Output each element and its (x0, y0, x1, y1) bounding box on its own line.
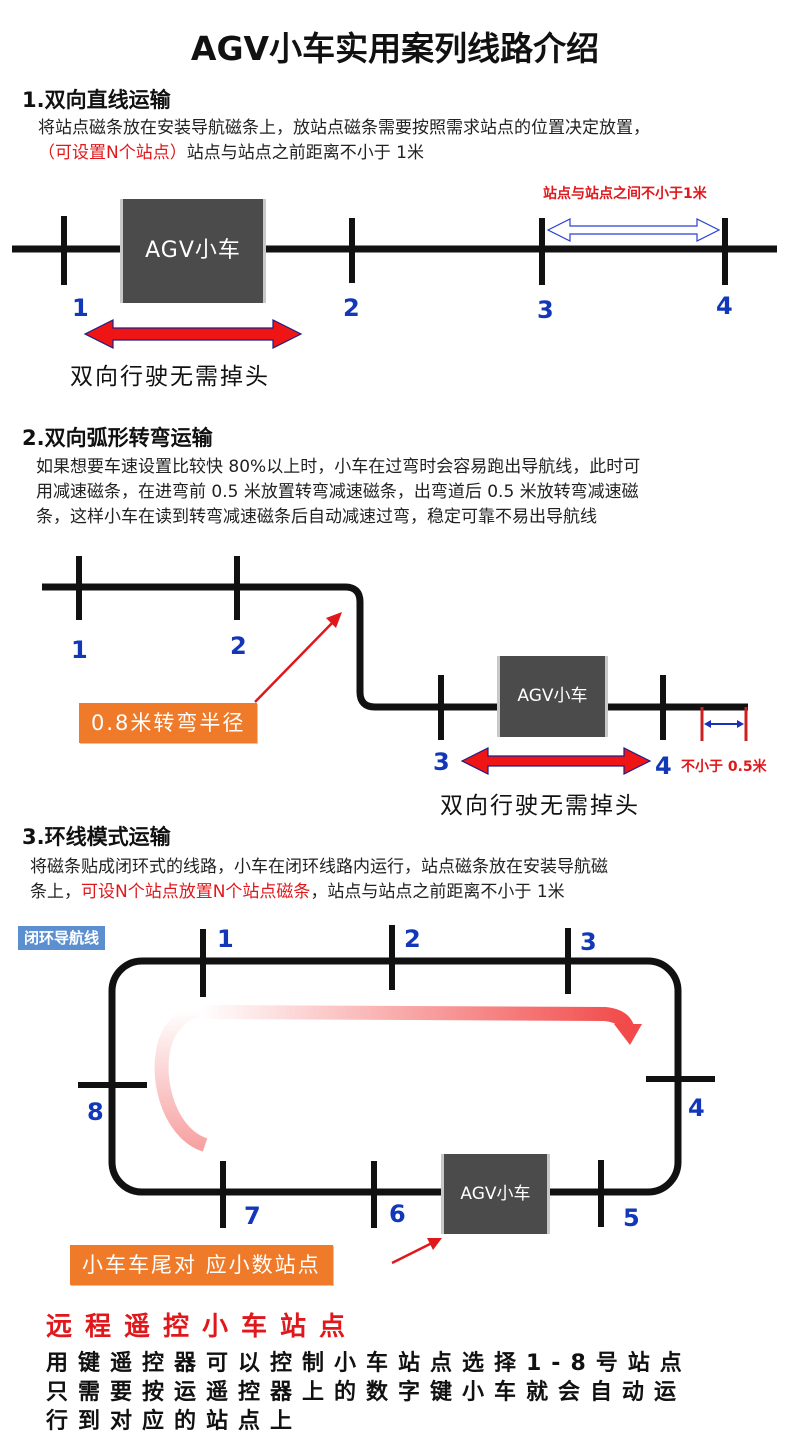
station-3-label: 3 (537, 296, 554, 324)
section1-para-line1: 将站点磁条放在安装导航磁条上，放站点磁条需要按照需求站点的位置决定放置， (38, 118, 650, 138)
loop-tag: 闭环导航线 (18, 926, 106, 950)
s2-spacing-label: 不小于 0.5米 (681, 759, 767, 775)
s2-station-3-label: 3 (433, 748, 450, 776)
section3-loop (78, 925, 715, 1228)
section2-para-line2: 用减速磁条，在进弯前 0.5 米放置转弯减速磁条，出弯道后 0.5 米放转弯减速… (36, 482, 639, 502)
spacing-double-arrow (546, 218, 721, 242)
section1-para-line2: （可设置N个站点）站点与站点之前距离不小于 1米 (38, 141, 788, 166)
tail-pointer-arrow (391, 1238, 442, 1265)
agv-cart-s3-label: AGV小车 (460, 1184, 531, 1204)
s3-station-5-label: 5 (623, 1204, 640, 1232)
agv-cart-s3: AGV小车 (441, 1154, 550, 1234)
radius-label-box: 0.8米转弯半径 (79, 703, 258, 743)
section3-para-line1: 将磁条贴成闭环式的线路，小车在闭环线路内运行，站点磁条放在安装导航磁 (30, 857, 608, 877)
section3-heading: 3.环线模式运输 (22, 825, 171, 849)
agv-cart: AGV小车 (120, 199, 266, 303)
s2-station-4-label: 4 (655, 752, 672, 780)
s3-station-1-label: 1 (217, 925, 234, 953)
s2-station-2-label: 2 (230, 632, 247, 660)
station-2-label: 2 (343, 294, 360, 322)
section1-caption: 双向行驶无需掉头 (70, 364, 270, 390)
section1-paragraph: 将站点磁条放在安装导航磁条上，放站点磁条需要按照需求站点的位置决定放置， （可设… (38, 116, 788, 166)
s3-station-7-label: 7 (244, 1202, 261, 1230)
s3-station-3-label: 3 (580, 928, 597, 956)
s3-station-4-label: 4 (688, 1094, 705, 1122)
section3-para-rest: ，站点与站点之前距离不小于 1米 (310, 882, 565, 902)
agv-cart-label: AGV小车 (145, 238, 241, 263)
section2-para-line1: 如果想要车速设置比较快 80%以上时，小车在过弯时会容易跑出导航线，此时可 (36, 457, 641, 477)
remote-description: 用键遥控器可以控制小车站点选择1-8号站点 只需要按运遥控器上的数字键小车就会自… (46, 1349, 766, 1436)
s3-station-8-label: 8 (87, 1098, 104, 1126)
section1-para-red: （可设置N个站点） (38, 143, 187, 163)
agv-cart-s2: AGV小车 (497, 656, 608, 737)
tail-label-box: 小车车尾对 应小数站点 (70, 1245, 333, 1285)
section2-para-line3: 条，这样小车在读到转弯减速磁条后自动减速过弯，稳定可靠不易出导航线 (36, 507, 597, 527)
section1-para-rest: 站点与站点之前距离不小于 1米 (186, 143, 424, 163)
remote-title: 远程遥控小车站点 (46, 1312, 359, 1342)
agv-cart-s2-label: AGV小车 (517, 686, 588, 706)
section3-para-line2: 条上，可设N个站点放置N个站点磁条，站点与站点之前距离不小于 1米 (30, 880, 780, 905)
section3-para-start: 条上， (30, 882, 81, 902)
station-1-label: 1 (72, 294, 89, 322)
remote-line1: 用键遥控器可以控制小车站点选择1-8号站点 (46, 1351, 692, 1376)
red-double-arrow-s2 (460, 747, 652, 775)
red-double-arrow-s1 (83, 319, 303, 349)
section1-heading: 1.双向直线运输 (22, 88, 171, 112)
section2-heading: 2.双向弧形转弯运输 (22, 426, 213, 450)
section3-para-red: 可设N个站点放置N个站点磁条 (81, 882, 311, 902)
s3-station-6-label: 6 (389, 1200, 406, 1228)
section2-paragraph: 如果想要车速设置比较快 80%以上时，小车在过弯时会容易跑出导航线，此时可 用减… (36, 455, 786, 530)
section2-caption: 双向行驶无需掉头 (440, 793, 640, 819)
station-4-label: 4 (716, 292, 733, 320)
s2-station-1-label: 1 (71, 636, 88, 664)
remote-line2: 只需要按运遥控器上的数字键小车就会自动运 (46, 1380, 687, 1405)
remote-line3: 行到对应的站点上 (46, 1409, 303, 1434)
page-title: AGV小车实用案列线路介绍 (190, 29, 600, 68)
s3-station-2-label: 2 (404, 925, 421, 953)
radius-pointer-arrow (254, 612, 342, 703)
loop-direction-arrow (154, 1003, 642, 1152)
spacing-label: 站点与站点之间不小于1米 (543, 186, 707, 202)
section2-track (42, 556, 748, 741)
section3-paragraph: 将磁条贴成闭环式的线路，小车在闭环线路内运行，站点磁条放在安装导航磁 条上，可设… (30, 855, 780, 905)
